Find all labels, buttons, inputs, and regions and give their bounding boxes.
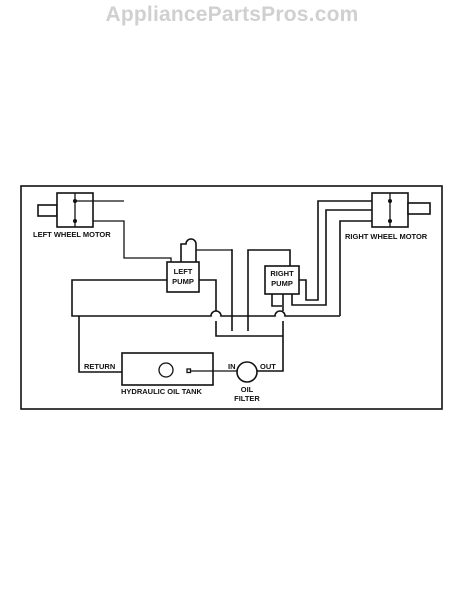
tank-fill-port [158,362,174,378]
right-wheel-motor-label: RIGHT WHEEL MOTOR [345,232,428,241]
hydraulic-oil-tank-label: HYDRAULIC OIL TANK [121,387,203,396]
return-label: RETURN [84,362,115,371]
right-wheel-motor [371,192,431,228]
oil-filter [236,361,258,383]
left-wheel-motor [37,192,94,228]
hydraulic-lines [71,200,372,373]
watermark-logo: AppliancePartsPros.com [105,3,359,26]
left-pump-label-1: LEFT [174,267,193,276]
diagram-frame [20,185,443,410]
right-pump-label-1: RIGHT [270,269,294,278]
left-wheel-motor-label: LEFT WHEEL MOTOR [33,230,111,239]
oil-filter-label-2: FILTER [234,394,260,403]
hydraulic-oil-tank [121,352,214,386]
left-pump [166,261,200,293]
tank-outlet-port [186,368,192,374]
right-pump-label-2: PUMP [271,279,293,288]
oil-filter-label-1: OIL [241,385,254,394]
filter-out-label: OUT [260,362,276,371]
filter-in-label: IN [228,362,236,371]
left-pump-label-2: PUMP [172,277,194,286]
